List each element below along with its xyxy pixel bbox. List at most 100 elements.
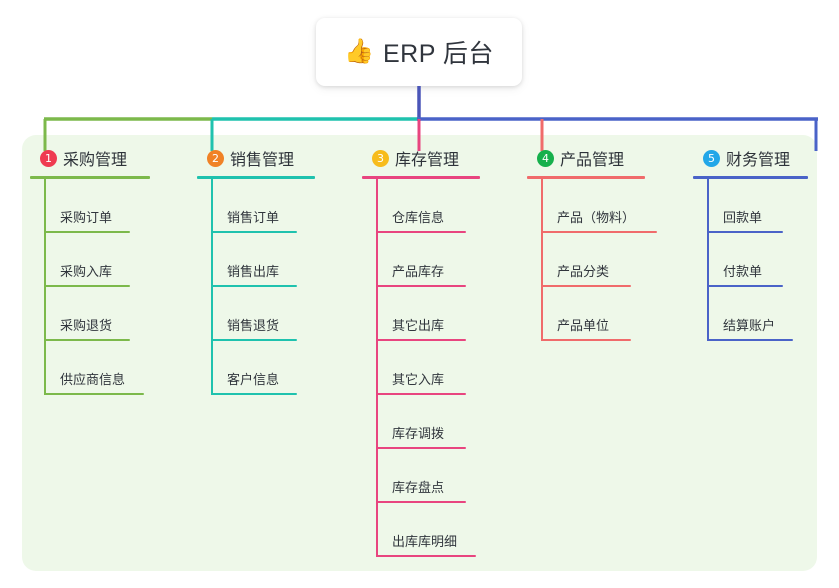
leaf-label: 产品库存	[392, 264, 445, 279]
leaf-item[interactable]: 付款单	[707, 233, 823, 287]
leaf-underline	[211, 393, 297, 395]
branch-header-2[interactable]: 2 销售管理	[197, 146, 347, 170]
leaf-item[interactable]: 回款单	[707, 179, 823, 233]
leaf-label: 采购入库	[60, 264, 113, 279]
leaf-label: 采购订单	[60, 210, 113, 225]
branch-spine-3	[376, 179, 378, 557]
leaf-label: 客户信息	[227, 372, 280, 387]
leaf-underline	[376, 555, 476, 557]
branch-column-1: 1 采购管理采购订单采购入库采购退货供应商信息	[30, 146, 180, 395]
leaf-item[interactable]: 销售出库	[211, 233, 347, 287]
leaf-underline	[44, 393, 144, 395]
leaf-item[interactable]: 供应商信息	[44, 341, 180, 395]
leaf-label: 其它入库	[392, 372, 445, 387]
leaf-item[interactable]: 产品单位	[541, 287, 682, 341]
branch-badge-icon-4: 4	[537, 149, 554, 167]
leaf-underline	[541, 285, 631, 287]
branch-spine-5	[707, 179, 709, 341]
leaf-label: 产品分类	[557, 264, 610, 279]
branch-spine-4	[541, 179, 543, 341]
leaf-underline	[44, 285, 130, 287]
leaf-label: 库存盘点	[392, 480, 445, 495]
leaf-item[interactable]: 采购入库	[44, 233, 180, 287]
leaf-underline	[707, 339, 793, 341]
leaf-underline	[376, 339, 466, 341]
branch-badge-icon-1: 1	[40, 149, 57, 167]
leaf-item[interactable]: 产品分类	[541, 233, 682, 287]
leaf-item[interactable]: 销售订单	[211, 179, 347, 233]
branch-items-3: 仓库信息产品库存其它出库其它入库库存调拨库存盘点出库库明细	[362, 179, 512, 557]
leaf-item[interactable]: 其它入库	[376, 341, 512, 395]
leaf-label: 其它出库	[392, 318, 445, 333]
leaf-underline	[541, 231, 657, 233]
leaf-item[interactable]: 出库库明细	[376, 503, 512, 557]
leaf-item[interactable]: 产品（物料）	[541, 179, 682, 233]
leaf-label: 仓库信息	[392, 210, 445, 225]
leaf-label: 采购退货	[60, 318, 113, 333]
branch-badge-icon-2: 2	[207, 149, 224, 167]
root-node[interactable]: 👍 ERP 后台	[316, 18, 522, 86]
branch-header-4[interactable]: 4 产品管理	[527, 146, 682, 170]
leaf-underline	[376, 231, 466, 233]
leaf-underline	[376, 501, 466, 503]
leaf-underline	[376, 447, 466, 449]
branch-column-5: 5 财务管理回款单付款单结算账户	[693, 146, 823, 341]
branch-underline-5	[693, 176, 808, 179]
leaf-item[interactable]: 采购退货	[44, 287, 180, 341]
leaf-item[interactable]: 销售退货	[211, 287, 347, 341]
leaf-underline	[376, 393, 466, 395]
leaf-underline	[707, 285, 783, 287]
branch-items-2: 销售订单销售出库销售退货客户信息	[197, 179, 347, 395]
leaf-label: 销售出库	[227, 264, 280, 279]
branch-underline-3	[362, 176, 480, 179]
thumbs-up-icon: 👍	[344, 38, 374, 65]
branch-underline-2	[197, 176, 315, 179]
branch-header-5[interactable]: 5 财务管理	[693, 146, 823, 170]
branch-column-4: 4 产品管理产品（物料） 产品分类产品单位	[527, 146, 682, 341]
branch-underline-1	[30, 176, 150, 179]
leaf-underline	[211, 231, 297, 233]
leaf-label: 供应商信息	[60, 372, 126, 387]
leaf-label: 销售订单	[227, 210, 280, 225]
leaf-label: 产品（物料）	[557, 210, 636, 225]
leaf-item[interactable]: 其它出库	[376, 287, 512, 341]
branch-items-4: 产品（物料） 产品分类产品单位	[527, 179, 682, 341]
leaf-item[interactable]: 客户信息	[211, 341, 347, 395]
leaf-underline	[211, 339, 297, 341]
leaf-item[interactable]: 结算账户	[707, 287, 823, 341]
leaf-item[interactable]: 产品库存	[376, 233, 512, 287]
root-title: ERP 后台	[382, 40, 494, 68]
branch-title-3: 库存管理	[395, 152, 460, 169]
leaf-label: 付款单	[723, 264, 763, 279]
branches-panel	[22, 135, 817, 571]
branch-spine-1	[44, 179, 46, 395]
branch-items-5: 回款单付款单结算账户	[693, 179, 823, 341]
leaf-underline	[541, 339, 631, 341]
leaf-label: 销售退货	[227, 318, 280, 333]
branch-spine-2	[211, 179, 213, 395]
branch-header-1[interactable]: 1 采购管理	[30, 146, 180, 170]
leaf-label: 结算账户	[723, 318, 776, 333]
leaf-item[interactable]: 仓库信息	[376, 179, 512, 233]
branch-title-5: 财务管理	[726, 152, 791, 169]
leaf-label: 回款单	[723, 210, 763, 225]
leaf-label: 库存调拨	[392, 426, 445, 441]
leaf-label: 出库库明细	[392, 534, 458, 549]
leaf-underline	[376, 285, 466, 287]
leaf-underline	[211, 285, 297, 287]
leaf-underline	[44, 339, 130, 341]
branch-title-1: 采购管理	[63, 152, 128, 169]
branch-title-2: 销售管理	[230, 152, 295, 169]
leaf-item[interactable]: 采购订单	[44, 179, 180, 233]
leaf-underline	[707, 231, 783, 233]
branch-column-2: 2 销售管理销售订单销售出库销售退货客户信息	[197, 146, 347, 395]
branch-underline-4	[527, 176, 645, 179]
branch-title-4: 产品管理	[560, 152, 625, 169]
branch-items-1: 采购订单采购入库采购退货供应商信息	[30, 179, 180, 395]
branch-badge-icon-5: 5	[703, 149, 720, 167]
leaf-item[interactable]: 库存盘点	[376, 449, 512, 503]
leaf-item[interactable]: 库存调拨	[376, 395, 512, 449]
